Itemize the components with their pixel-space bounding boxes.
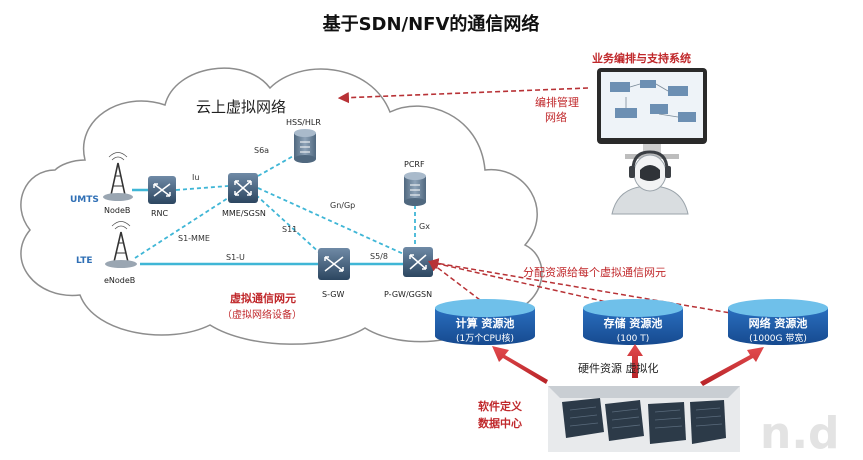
link-iu	[175, 185, 229, 191]
node-sgw-label: S-GW	[322, 290, 344, 299]
iface-s5s8: S5/8	[370, 252, 388, 261]
vnf-label-line2: （虚拟网络设备）	[222, 308, 302, 321]
monitor-icon	[597, 68, 707, 159]
tower-icon-nodeb	[103, 152, 133, 201]
iface-gx: Gx	[419, 222, 430, 231]
datacenter-image	[548, 386, 740, 452]
iface-s1u: S1-U	[226, 253, 245, 262]
allocation-label: 分配资源给每个虚拟通信网元	[523, 265, 666, 279]
mgmt-label-line2: 网络	[545, 110, 567, 124]
mgmt-label-line1: 编排管理	[535, 95, 579, 109]
datacenter-label-line1: 软件定义	[478, 399, 523, 413]
alloc-arrow-storage	[427, 258, 621, 306]
pool-compute	[435, 299, 535, 345]
cloud-label: 云上虚拟网络	[196, 98, 286, 116]
vnf-label-line1: 虚拟通信网元	[230, 291, 296, 305]
node-hss-label: HSS/HLR	[286, 118, 321, 127]
link-s1mme	[134, 197, 229, 259]
link-s11	[255, 194, 323, 256]
pool-compute-capacity: (1万个CPU核)	[456, 332, 514, 344]
label-lte: LTE	[76, 256, 93, 266]
switch-icon-rnc	[148, 176, 176, 204]
database-icon-pcrf	[404, 172, 426, 206]
label-umts: UMTS	[70, 195, 99, 205]
pool-compute-name: 计算 资源池	[456, 316, 515, 330]
switch-icon-pgw	[403, 247, 433, 277]
watermark: n.d	[760, 408, 840, 459]
diagram-title: 基于SDN/NFV的通信网络	[322, 13, 540, 35]
switch-icon-sgw	[318, 248, 350, 280]
iface-s11: S11	[282, 225, 297, 234]
iface-gngp: Gn/Gp	[330, 201, 355, 210]
pool-network	[728, 299, 828, 345]
database-icon-hss	[294, 129, 316, 163]
pool-network-name: 网络 资源池	[749, 316, 808, 330]
iface-iu: Iu	[192, 173, 199, 182]
switch-icon-mme	[228, 173, 258, 203]
node-pgw-label: P-GW/GGSN	[384, 290, 432, 299]
node-rnc-label: RNC	[151, 209, 169, 218]
tower-icon-enodeb	[105, 221, 137, 268]
iface-s1mme: S1-MME	[178, 234, 210, 243]
iface-s6a: S6a	[254, 146, 269, 155]
link-s6a	[257, 154, 296, 177]
pool-storage	[583, 299, 683, 345]
pool-storage-capacity: (100 T)	[617, 334, 650, 344]
node-mme-label: MME/SGSN	[222, 209, 266, 218]
pool-storage-name: 存储 资源池	[604, 316, 663, 330]
robot-icon	[611, 150, 689, 215]
datacenter-label-line2: 数据中心	[478, 416, 522, 430]
pool-network-capacity: (1000G 带宽)	[749, 332, 807, 344]
node-pcrf-label: PCRF	[404, 160, 425, 169]
virtualize-arrows	[492, 344, 764, 386]
mgmt-arrow	[337, 87, 589, 104]
oss-title: 业务编排与支持系统	[592, 51, 691, 65]
virtualize-label: 硬件资源 虚拟化	[578, 361, 659, 375]
node-nodeb-label: NodeB	[104, 206, 130, 215]
node-enodeb-label: eNodeB	[104, 276, 135, 285]
